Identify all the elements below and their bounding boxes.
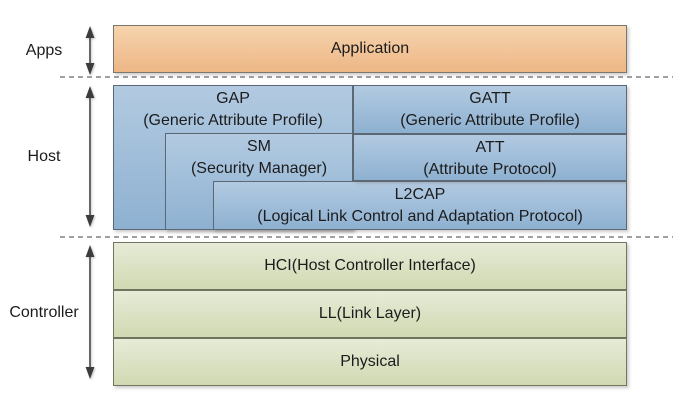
link-layer-box: LL(Link Layer) bbox=[113, 290, 627, 338]
att-layer-subtitle: (Attribute Protocol) bbox=[423, 161, 557, 178]
host-section-label: Host bbox=[27, 148, 61, 165]
l2cap-layer-title: L2CAP bbox=[394, 186, 446, 203]
sm-layer-title: SM bbox=[247, 138, 271, 155]
gap-layer-title: GAP bbox=[216, 90, 250, 107]
gatt-layer-subtitle: (Generic Attribute Profile) bbox=[400, 112, 580, 129]
gatt-layer-title: GATT bbox=[469, 90, 511, 107]
apps-host-divider bbox=[60, 76, 673, 78]
sm-layer-subtitle: (Security Manager) bbox=[190, 160, 328, 177]
controller-section-label: Controller bbox=[9, 304, 79, 321]
application-layer-box: Application bbox=[113, 25, 627, 73]
gatt-layer-box: GATT (Generic Attribute Profile) bbox=[353, 85, 627, 134]
att-layer-box: ATT (Attribute Protocol) bbox=[353, 134, 627, 181]
hci-layer-box: HCI(Host Controller Interface) bbox=[113, 242, 627, 290]
l2cap-layer-subtitle: (Logical Link Control and Adaptation Pro… bbox=[257, 208, 583, 225]
physical-layer-box: Physical bbox=[113, 338, 627, 386]
gap-layer-subtitle: (Generic Attribute Profile) bbox=[143, 112, 323, 129]
hci-layer-title: HCI(Host Controller Interface) bbox=[264, 257, 476, 274]
link-layer-title: LL(Link Layer) bbox=[318, 305, 422, 322]
apps-section-label: Apps bbox=[25, 42, 63, 59]
host-controller-divider bbox=[60, 236, 673, 238]
physical-layer-title: Physical bbox=[340, 353, 400, 370]
att-layer-title: ATT bbox=[475, 139, 505, 156]
application-layer-title: Application bbox=[330, 40, 410, 57]
l2cap-layer-box: L2CAP (Logical Link Control and Adaptati… bbox=[213, 181, 627, 230]
